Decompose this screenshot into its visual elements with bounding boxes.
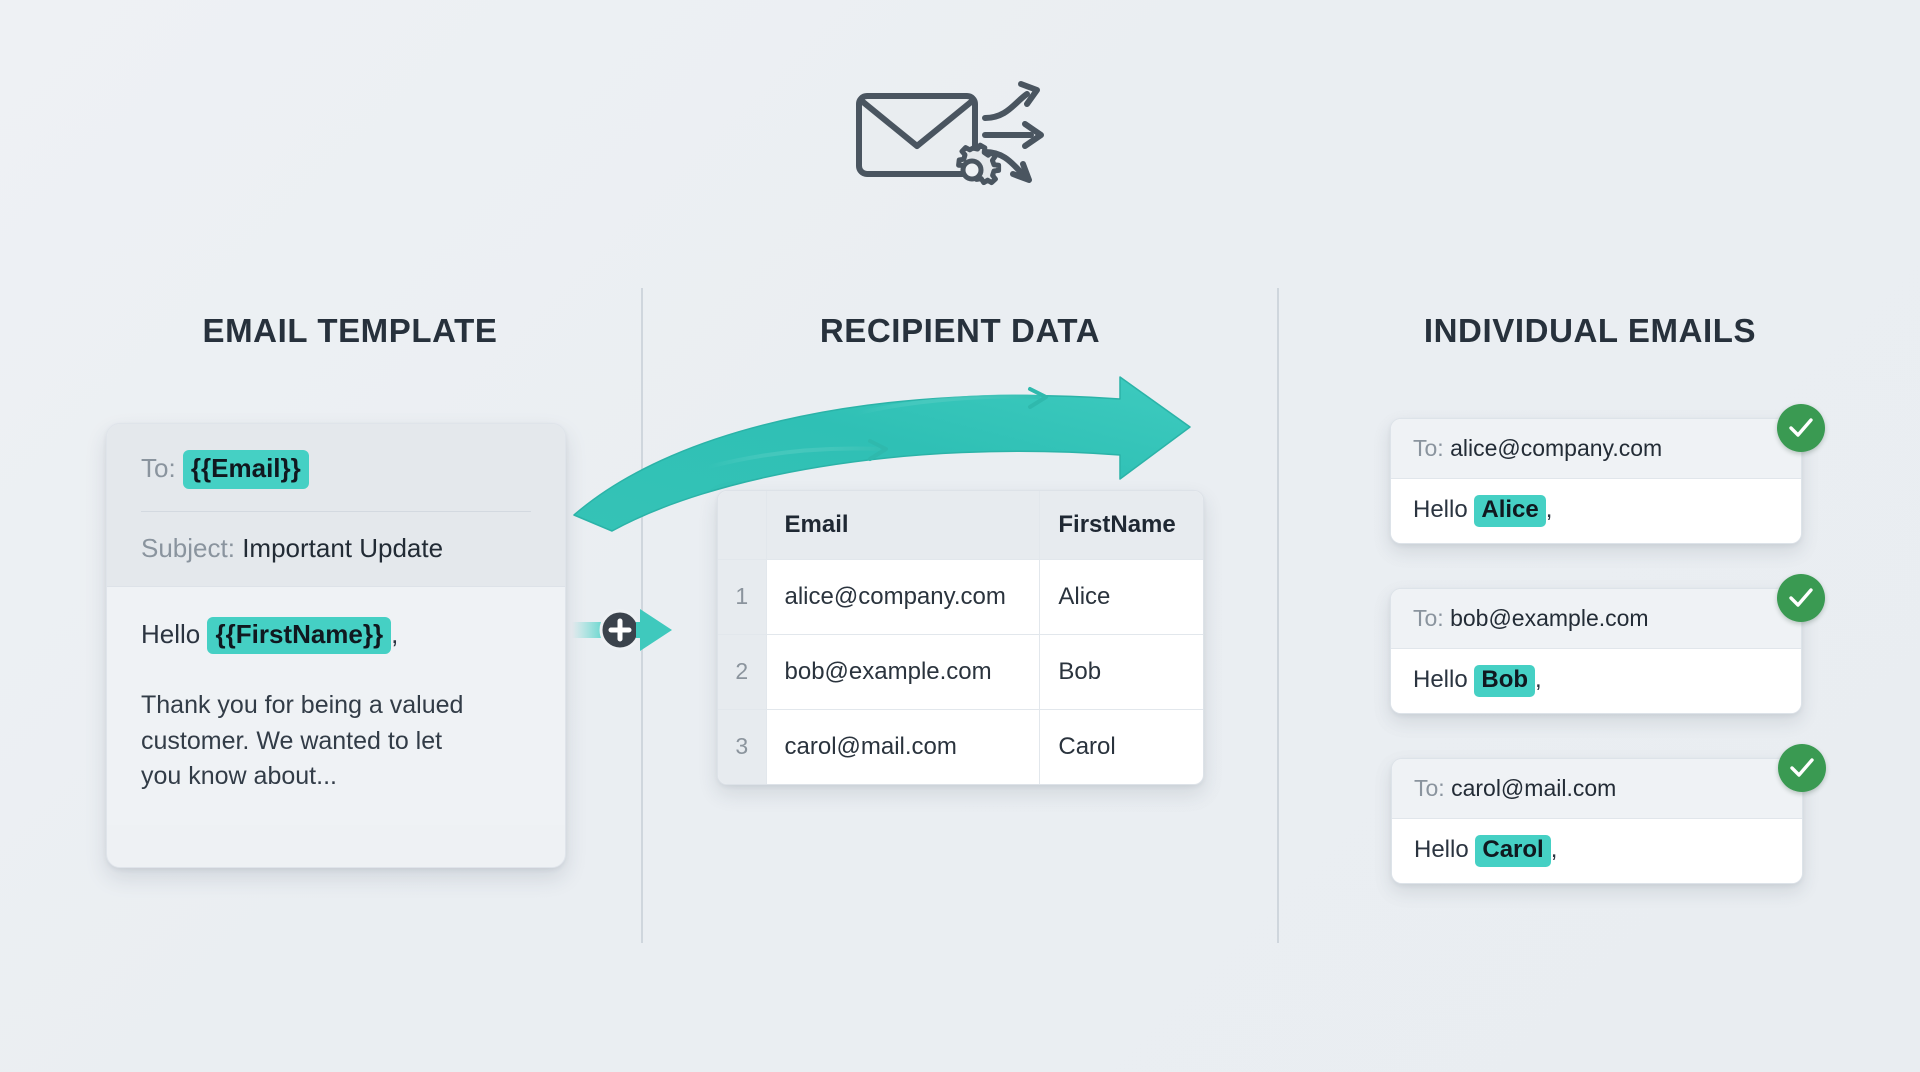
table-row[interactable]: 2 bob@example.com Bob bbox=[718, 634, 1203, 710]
output-to-value: carol@mail.com bbox=[1451, 775, 1617, 801]
template-body-text: Thank you for being a valued customer. W… bbox=[141, 691, 464, 790]
cell-email[interactable]: bob@example.com bbox=[766, 634, 1041, 710]
output-name-tag: Bob bbox=[1474, 665, 1536, 697]
check-circle-icon bbox=[1777, 404, 1825, 452]
output-greeting-prefix: Hello bbox=[1414, 836, 1469, 863]
output-to-label: To: bbox=[1413, 605, 1444, 631]
row-index: 2 bbox=[718, 634, 767, 710]
template-card-header: To: {{Email}} Subject: Important Update bbox=[107, 424, 565, 586]
output-greeting-prefix: Hello bbox=[1413, 496, 1468, 523]
row-index: 1 bbox=[718, 559, 767, 635]
template-subject-value: Important Update bbox=[242, 532, 444, 563]
output-greeting-row: Hello Carol, bbox=[1392, 819, 1802, 883]
template-greeting-row: Hello {{FirstName}}, bbox=[141, 617, 531, 654]
page-title-email-template: EMAIL TEMPLATE bbox=[202, 312, 498, 349]
cell-email[interactable]: alice@company.com bbox=[766, 559, 1041, 635]
cell-firstname[interactable]: Alice bbox=[1039, 559, 1203, 635]
motion-trail-lower bbox=[706, 446, 880, 469]
table-header-email[interactable]: Email bbox=[766, 491, 1041, 560]
output-to-row: To: alice@company.com bbox=[1391, 419, 1801, 479]
individual-email-card[interactable]: To: carol@mail.com Hello Carol, bbox=[1391, 758, 1803, 884]
cell-firstname[interactable]: Carol bbox=[1058, 732, 1116, 760]
output-greeting-suffix: , bbox=[1550, 836, 1558, 863]
page-title-recipient-data: RECIPIENT DATA bbox=[819, 312, 1101, 349]
check-circle-icon bbox=[1778, 744, 1826, 792]
output-to-label: To: bbox=[1413, 435, 1444, 461]
output-to-row: To: bob@example.com bbox=[1391, 589, 1801, 649]
output-greeting-prefix: Hello bbox=[1413, 666, 1468, 693]
template-subject-label: Subject: bbox=[141, 532, 235, 563]
template-card-body: Hello {{FirstName}}, Thank you for being… bbox=[107, 586, 565, 825]
template-subject-row: Subject: Important Update bbox=[141, 532, 531, 565]
template-firstname-merge-tag[interactable]: {{FirstName}} bbox=[207, 617, 392, 654]
cell-firstname[interactable]: Bob bbox=[1039, 634, 1203, 710]
template-to-row: To: {{Email}} bbox=[141, 450, 531, 489]
individual-email-card[interactable]: To: bob@example.com Hello Bob, bbox=[1390, 588, 1802, 714]
output-to-value: bob@example.com bbox=[1450, 605, 1649, 631]
column-divider-right bbox=[1277, 288, 1279, 943]
output-name-tag: Alice bbox=[1474, 495, 1546, 527]
arrow-right-icon bbox=[636, 609, 672, 651]
template-greeting-suffix: , bbox=[391, 619, 399, 649]
envelope-gear-arrows-icon bbox=[855, 78, 1065, 198]
output-greeting-row: Hello Bob, bbox=[1391, 649, 1801, 713]
row-index: 3 bbox=[718, 709, 767, 784]
recipient-data-table[interactable]: Email FirstName 1 alice@company.com Alic… bbox=[717, 490, 1204, 785]
page-title-individual-emails: INDIVIDUAL EMAILS bbox=[1423, 312, 1757, 349]
output-greeting-row: Hello Alice, bbox=[1391, 479, 1801, 543]
check-circle-icon bbox=[1777, 574, 1825, 622]
individual-email-card[interactable]: To: alice@company.com Hello Alice, bbox=[1390, 418, 1802, 544]
output-name-tag: Carol bbox=[1475, 835, 1551, 867]
table-header-row: Email FirstName bbox=[718, 491, 1203, 560]
template-to-label: To: bbox=[141, 453, 176, 483]
output-greeting-suffix: , bbox=[1535, 666, 1542, 693]
cell-email[interactable]: carol@mail.com bbox=[766, 709, 1041, 784]
table-header-firstname[interactable]: FirstName bbox=[1039, 491, 1203, 560]
table-header-index bbox=[718, 491, 767, 560]
output-greeting-suffix: , bbox=[1545, 496, 1553, 523]
email-template-card[interactable]: To: {{Email}} Subject: Important Update … bbox=[106, 423, 566, 868]
table-row[interactable]: 3 carol@mail.com Carol bbox=[718, 709, 1203, 784]
table-row[interactable]: 1 alice@company.com Alice bbox=[718, 559, 1203, 635]
template-divider bbox=[141, 510, 531, 512]
output-to-label: To: bbox=[1414, 775, 1445, 801]
output-to-value: alice@company.com bbox=[1450, 435, 1663, 461]
template-to-merge-tag[interactable]: {{Email}} bbox=[182, 450, 309, 489]
merge-connector bbox=[572, 600, 682, 660]
motion-trail-upper bbox=[856, 394, 1040, 415]
output-to-row: To: carol@mail.com bbox=[1392, 759, 1802, 819]
template-greeting-prefix: Hello bbox=[141, 619, 201, 649]
